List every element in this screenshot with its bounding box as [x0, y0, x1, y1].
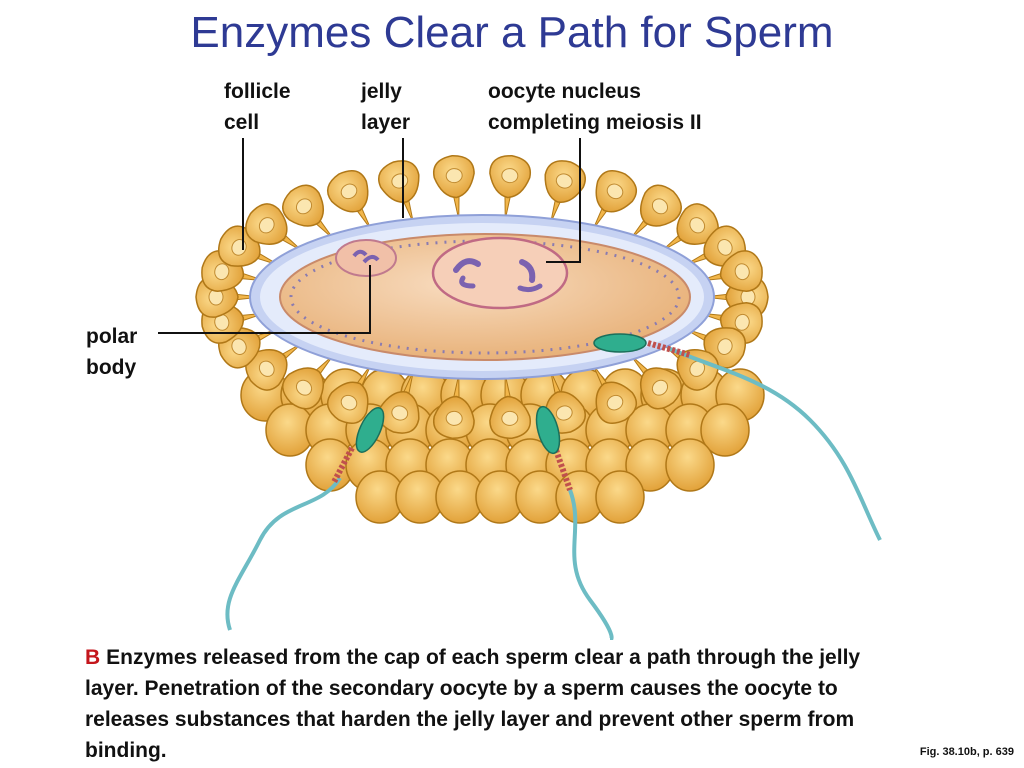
follicle-cell — [699, 250, 763, 292]
jelly-layer-label: jelly layer — [361, 76, 410, 138]
follicle-cell — [326, 364, 372, 425]
follicle-cell — [544, 160, 587, 224]
follicle-cell — [630, 184, 682, 240]
follicle-cell — [592, 364, 638, 425]
follicle-cell-label: follicle cell — [224, 76, 291, 138]
oocyte-nucleus-label-line1: oocyte nucleus — [488, 80, 641, 103]
polar-body-leader — [158, 265, 371, 334]
follicle-cell — [592, 169, 638, 230]
sperm-middle — [535, 405, 614, 640]
slide-title: Enzymes Clear a Path for Sperm — [190, 8, 834, 57]
follicle-cell-ring — [195, 154, 769, 440]
polar-body-label: polar body — [86, 321, 137, 383]
leader-lines — [158, 138, 581, 334]
figure-reference: Fig. 38.10b, p. 639 — [919, 746, 1014, 758]
sperm-penetrating — [593, 333, 882, 541]
oocyte-nucleus-label: oocyte nucleus completing meiosis II — [488, 76, 702, 138]
egg-diagram — [158, 138, 882, 640]
follicle-cell — [684, 225, 747, 267]
follicle-cell — [377, 370, 420, 434]
polar-body — [335, 239, 397, 277]
jelly-layer-label-line2: layer — [361, 111, 411, 134]
caption-letter: B — [85, 646, 101, 669]
sperm-left — [225, 407, 385, 631]
oocyte-nucleus — [431, 236, 569, 310]
oocyte-granules — [289, 239, 681, 355]
follicle-cell — [700, 403, 750, 457]
follicle-cell — [282, 184, 334, 240]
polar-body-label-line1: polar — [86, 325, 138, 348]
follicle-cell — [245, 342, 303, 391]
follicle-cell — [489, 374, 532, 440]
follicle-cell — [326, 169, 372, 230]
follicle-cell — [282, 354, 334, 410]
follicle-cell-label-line2: cell — [224, 111, 260, 134]
follicle-cell — [432, 154, 475, 220]
follicle-cell — [489, 154, 532, 220]
follicle-cell-label-line1: follicle — [224, 80, 291, 103]
jelly-layer-label-line1: jelly — [361, 80, 402, 103]
polar-body-label-line2: body — [86, 356, 137, 379]
nucleus-leader — [546, 138, 581, 263]
follicle-cell — [595, 470, 645, 524]
caption-text: Enzymes released from the cap of each sp… — [85, 646, 861, 762]
oocyte-nucleus-label-line2: completing meiosis II — [488, 111, 702, 134]
follicle-cell — [665, 438, 715, 492]
follicle-cell — [630, 354, 682, 410]
follicle-cell — [432, 374, 475, 440]
